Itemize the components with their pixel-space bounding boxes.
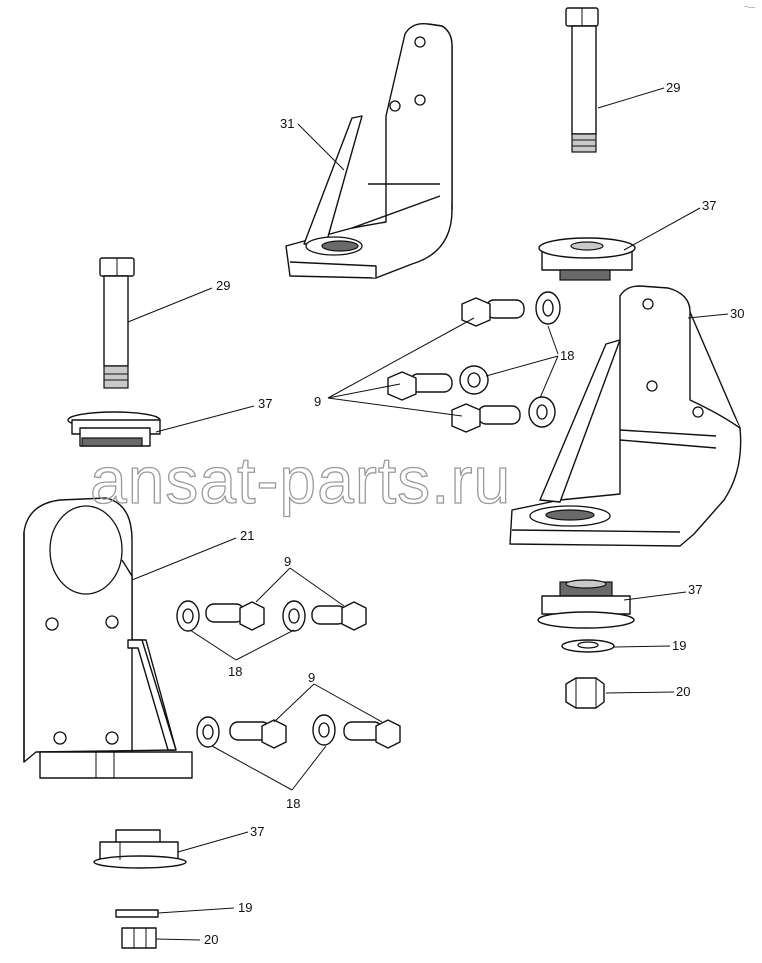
- callout-20-bottom: 20: [204, 932, 218, 947]
- callout-18-mid: 18: [228, 664, 242, 679]
- bracket-30: [509, 285, 742, 547]
- callout-29-left: 29: [216, 278, 230, 293]
- mount-37-right: [537, 579, 635, 629]
- leader-lines: [127, 87, 729, 941]
- callout-labels: 31 29 37 29 30 18 9 37 21 9 18 37 19 20 …: [204, 80, 744, 947]
- callout-37-top: 37: [702, 198, 716, 213]
- callout-18-top: 18: [560, 348, 574, 363]
- callout-37-bottom: 37: [250, 824, 264, 839]
- callout-37-right: 37: [688, 582, 702, 597]
- bolt-group-lower: [196, 714, 401, 749]
- callout-30: 30: [730, 306, 744, 321]
- callout-20-right: 20: [676, 684, 690, 699]
- callout-9-mid: 9: [284, 554, 291, 569]
- callout-9-low: 9: [308, 670, 315, 685]
- callout-19-bottom: 19: [238, 900, 252, 915]
- callout-18-low: 18: [286, 796, 300, 811]
- callout-37-left: 37: [258, 396, 272, 411]
- callout-19-right: 19: [672, 638, 686, 653]
- bolt-29-left: [99, 257, 135, 389]
- nut-20-right: [565, 677, 605, 709]
- mount-37-top: [538, 237, 636, 281]
- bracket-21: [23, 497, 193, 779]
- bolt-group-top: [387, 291, 561, 433]
- washer-19-right: [561, 639, 615, 653]
- corner-mark: ~—: [744, 4, 755, 11]
- bracket-31: [285, 23, 453, 279]
- callout-29-top: 29: [666, 80, 680, 95]
- mount-37-left: [67, 411, 161, 447]
- callout-21: 21: [240, 528, 254, 543]
- bolt-group-middle: [176, 600, 367, 632]
- callout-31: 31: [280, 116, 294, 131]
- bolt-29-top: [565, 7, 599, 153]
- watermark-text: ansat-parts.ru: [90, 443, 511, 517]
- mount-37-bottom: [93, 829, 187, 869]
- washer-19-bottom: [115, 909, 159, 918]
- nut-20-bottom: [121, 927, 157, 949]
- callout-9-top: 9: [314, 394, 321, 409]
